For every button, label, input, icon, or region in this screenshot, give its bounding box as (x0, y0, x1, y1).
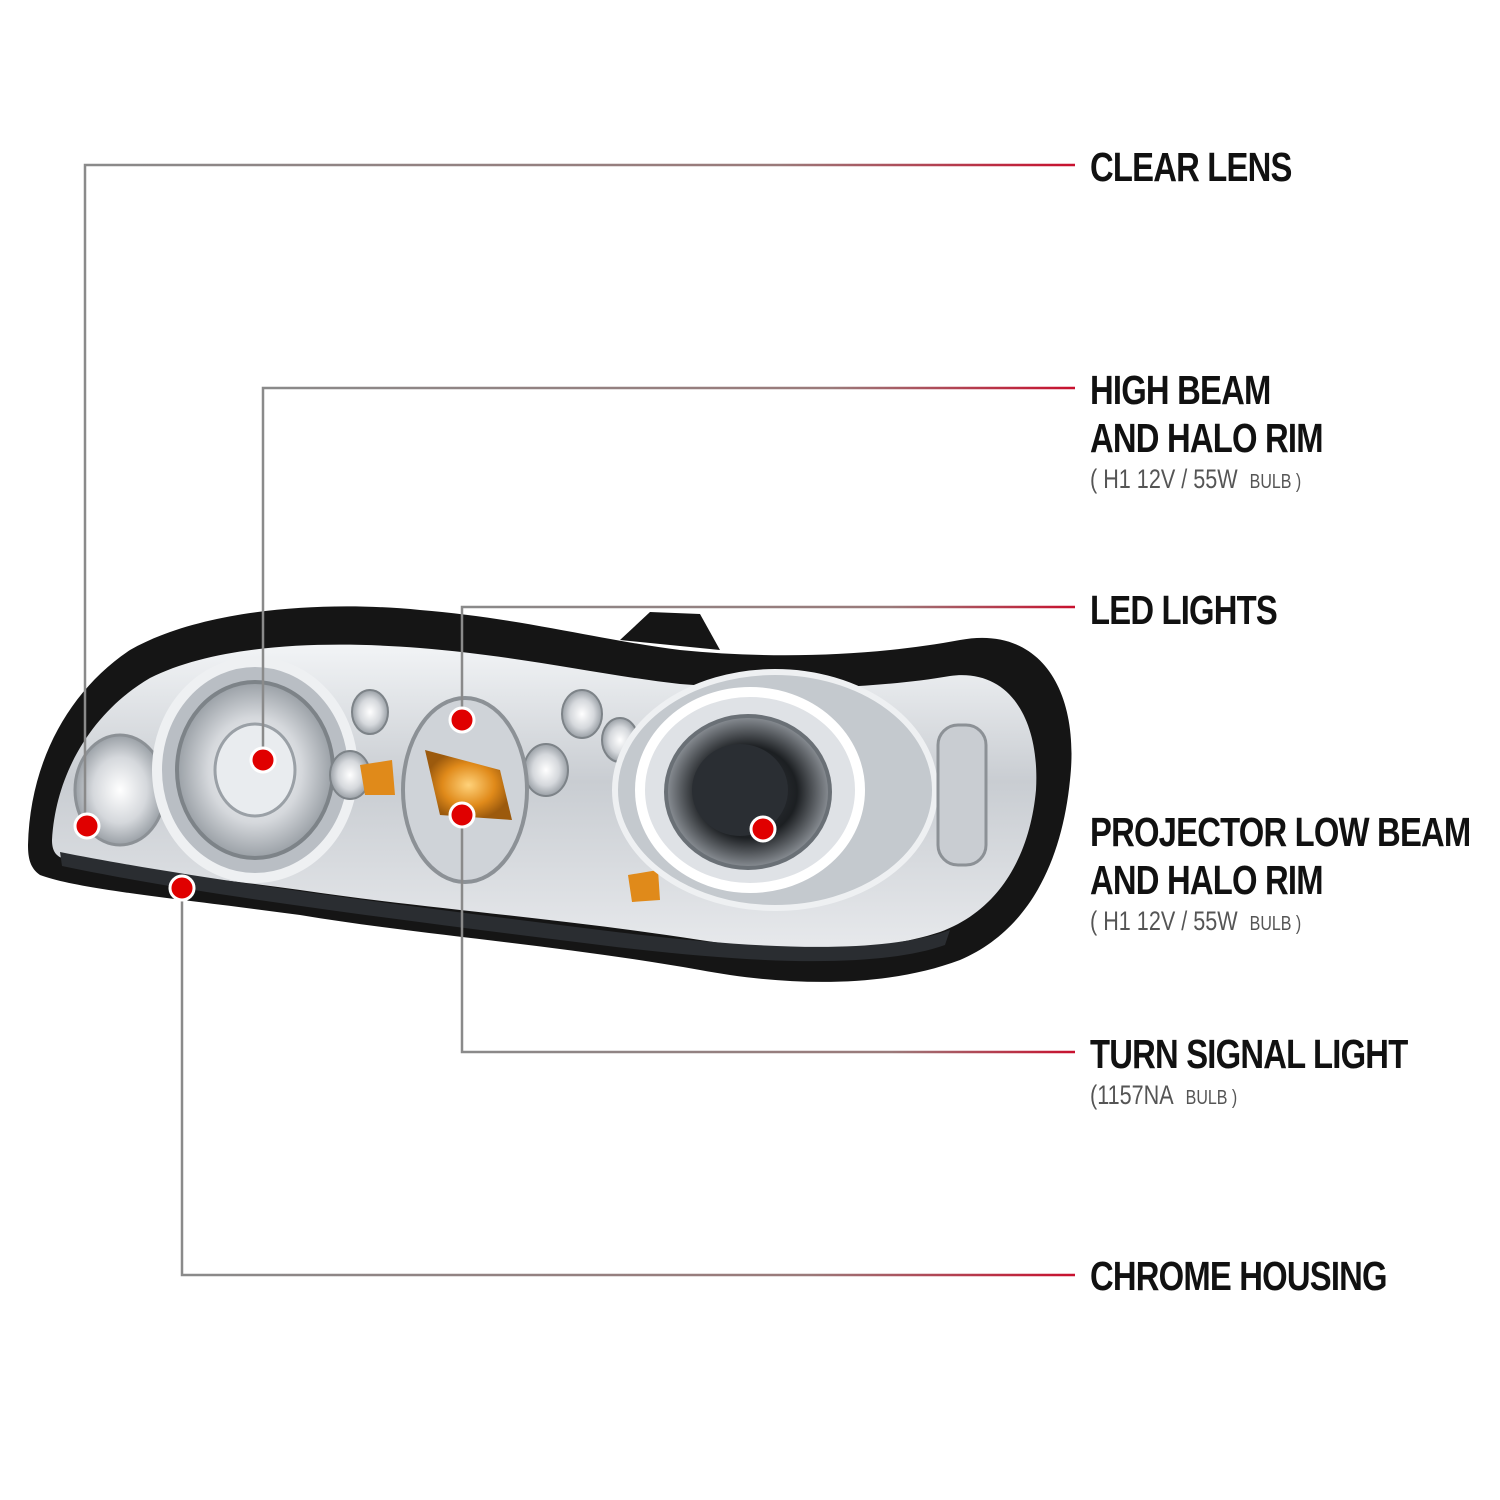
leader-lines (83, 163, 1075, 1277)
callout-projector-low-beam: PROJECTOR LOW BEAM AND HALO RIM ( H1 12V… (1090, 808, 1500, 941)
leader-turn-signal (460, 815, 1075, 1054)
marker-clear-lens (73, 812, 101, 840)
turn-signal-unit (360, 696, 660, 902)
leader-led-lights (460, 605, 1075, 720)
marker-turn-signal (448, 801, 476, 829)
marker-led-lights (448, 706, 476, 734)
projector-low-beam-unit (612, 669, 988, 911)
marker-projector-low-beam (749, 815, 777, 843)
callout-spec: ( H1 12V / 55W BULB ) (1090, 462, 1323, 499)
spec-main: (1157NA (1090, 1080, 1174, 1110)
callout-title-line2: AND HALO RIM (1090, 415, 1324, 461)
markers (73, 706, 777, 902)
leader-clear-lens (83, 163, 1075, 826)
marker-high-beam (249, 746, 277, 774)
spec-unit: BULB ) (1249, 913, 1302, 935)
callout-chrome-housing: CHROME HOUSING (1090, 1252, 1461, 1300)
callout-high-beam: HIGH BEAM AND HALO RIM ( H1 12V / 55W BU… (1090, 366, 1381, 499)
spec-main: ( H1 12V / 55W (1090, 464, 1238, 494)
chrome-cups (329, 689, 639, 800)
spec-unit: BULB ) (1185, 1087, 1238, 1109)
callout-title-line2: AND HALO RIM (1090, 857, 1324, 903)
spec-unit: BULB ) (1249, 471, 1302, 493)
callout-turn-signal: TURN SIGNAL LIGHT (1157NA BULB ) (1090, 1030, 1487, 1115)
callout-led-lights: LED LIGHTS (1090, 586, 1324, 634)
callout-spec: ( H1 12V / 55W BULB ) (1090, 904, 1470, 941)
lower-lens-band (60, 852, 950, 962)
callout-title: PROJECTOR LOW BEAM (1090, 809, 1471, 855)
callout-clear-lens: CLEAR LENS (1090, 143, 1342, 191)
callout-title: CHROME HOUSING (1090, 1253, 1388, 1299)
callout-title: TURN SIGNAL LIGHT (1090, 1031, 1408, 1077)
callout-title: CLEAR LENS (1090, 144, 1292, 190)
housing-top-tab (620, 612, 720, 650)
marker-chrome-housing (168, 874, 196, 902)
leader-high-beam (261, 386, 1075, 760)
headlight-assembly (28, 606, 1072, 982)
callout-spec: (1157NA BULB ) (1090, 1078, 1407, 1115)
spec-main: ( H1 12V / 55W (1090, 906, 1238, 936)
callout-title: LED LIGHTS (1090, 587, 1278, 633)
callout-title: HIGH BEAM (1090, 367, 1271, 413)
leader-chrome-housing (180, 888, 1075, 1277)
